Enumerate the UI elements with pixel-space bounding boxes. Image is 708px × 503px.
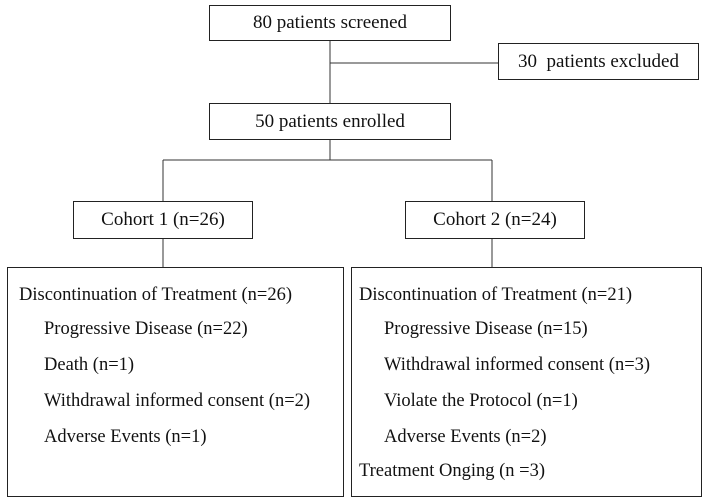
cohort2-reason-protocol: Violate the Protocol (n=1) <box>384 391 578 411</box>
cohort1-reason-progressive: Progressive Disease (n=22) <box>44 319 248 339</box>
cohort2-treatment-ongoing: Treatment Onging (n =3) <box>359 461 545 481</box>
cohort1-reason-adverse: Adverse Events (n=1) <box>44 427 207 447</box>
cohort1-label: Cohort 1 (n=26) <box>101 209 225 230</box>
cohort1-box: Cohort 1 (n=26) <box>73 201 253 239</box>
screened-box: 80 patients screened <box>209 5 451 41</box>
cohort2-details-box: Discontinuation of Treatment (n=21) Prog… <box>351 267 702 497</box>
cohort2-reason-adverse: Adverse Events (n=2) <box>384 427 547 447</box>
cohort2-box: Cohort 2 (n=24) <box>405 201 585 239</box>
enrolled-box: 50 patients enrolled <box>209 103 451 140</box>
excluded-box: 30 patients excluded <box>498 43 699 80</box>
enrolled-label: 50 patients enrolled <box>255 110 405 132</box>
cohort2-label: Cohort 2 (n=24) <box>433 209 557 230</box>
cohort2-reason-withdrawal: Withdrawal informed consent (n=3) <box>384 355 651 375</box>
cohort1-discontinuation: Discontinuation of Treatment (n=26) <box>19 285 293 305</box>
screened-label: 80 patients screened <box>252 12 408 33</box>
cohort1-reason-withdrawal: Withdrawal informed consent (n=2) <box>44 391 311 411</box>
cohort1-details-box: Discontinuation of Treatment (n=26) Prog… <box>7 267 344 497</box>
cohort2-reason-progressive: Progressive Disease (n=15) <box>384 319 588 339</box>
cohort1-reason-death: Death (n=1) <box>44 355 135 375</box>
excluded-label: 30 patients excluded <box>518 50 679 72</box>
cohort2-discontinuation: Discontinuation of Treatment (n=21) <box>359 285 633 305</box>
